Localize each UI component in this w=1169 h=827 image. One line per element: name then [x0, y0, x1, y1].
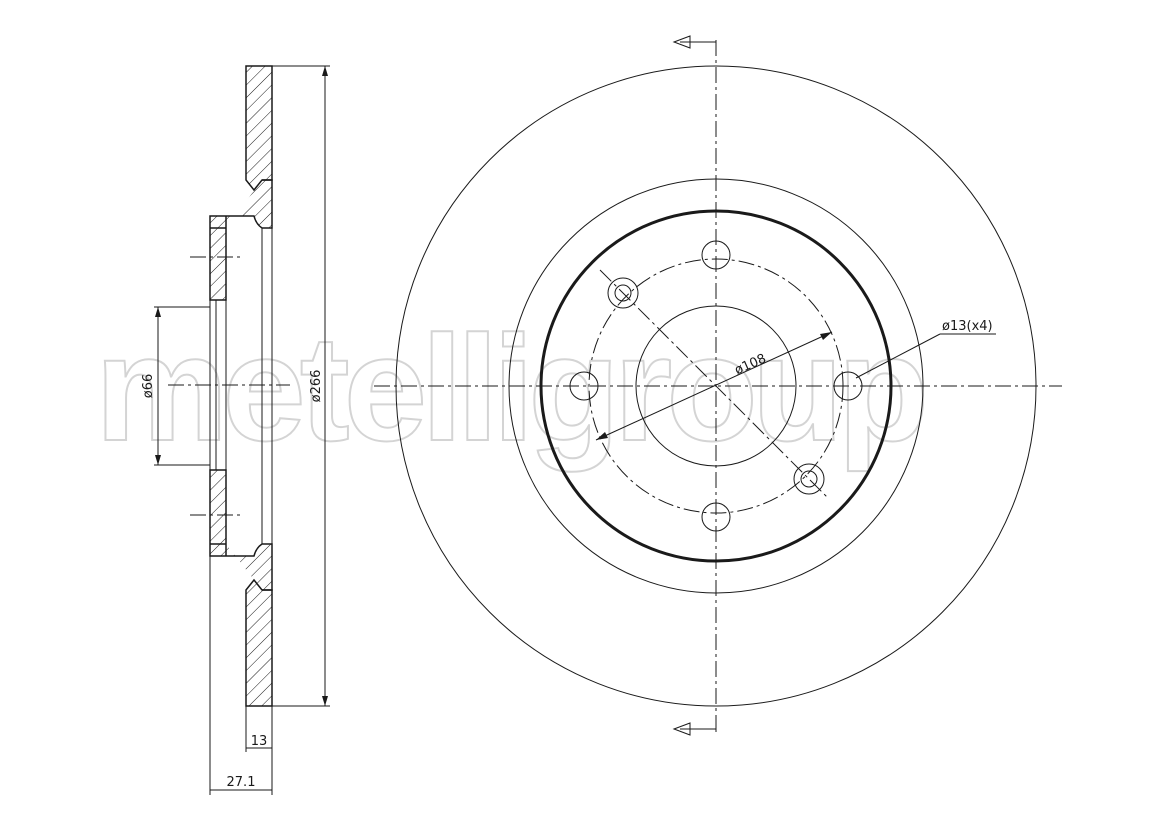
disc-thickness-label: 13	[251, 734, 268, 749]
disc-section-top	[245, 65, 273, 192]
disc-section-bottom	[245, 578, 273, 707]
locating-hole-lower-right	[793, 463, 825, 495]
locating-hole-upper-left	[607, 277, 639, 309]
bolt-hole-label: ø13(x4)	[942, 319, 993, 334]
section-arrow-top	[672, 35, 717, 49]
diameter-center-label: ø66	[141, 374, 156, 399]
watermark-logo: metelligroup	[95, 304, 923, 472]
front-view: ø108 ø13(x4)	[374, 35, 1062, 736]
section-arrow-bottom	[672, 722, 717, 736]
hat-section-bottom	[209, 469, 273, 591]
diameter-outer-label: ø266	[309, 370, 324, 403]
hat-section-top	[209, 179, 273, 301]
total-height-label: 27.1	[227, 775, 256, 790]
side-section-view: ø66 ø266 13 27.1	[141, 65, 330, 795]
